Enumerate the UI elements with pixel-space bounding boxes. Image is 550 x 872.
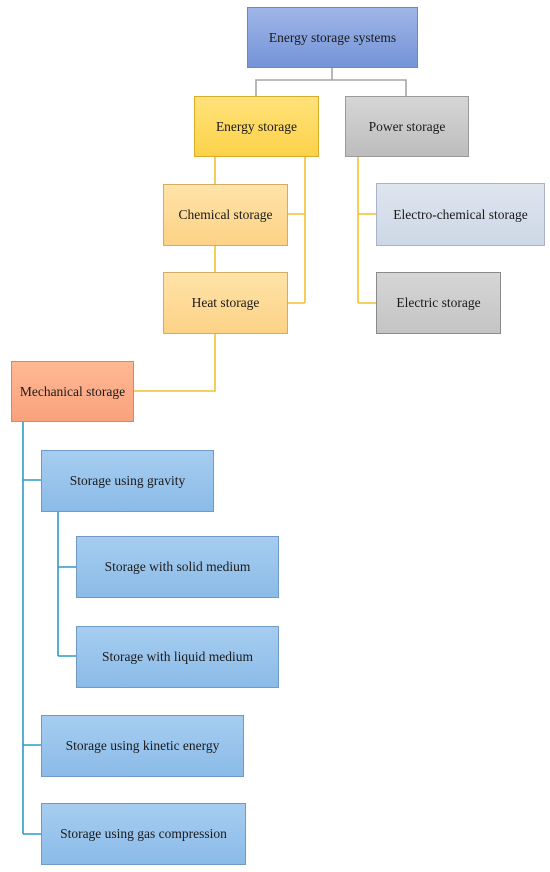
node-storage-with-liquid-medium: Storage with liquid medium <box>76 626 279 688</box>
connector-gravity-to-children <box>57 512 76 657</box>
node-mechanical-storage: Mechanical storage <box>11 361 134 422</box>
connector-mechanical-trunk <box>22 422 41 835</box>
connector-heat-to-mechanical <box>134 334 216 392</box>
node-energy-storage-systems: Energy storage systems <box>247 7 418 68</box>
node-power-storage: Power storage <box>345 96 469 157</box>
connector-root-to-children <box>255 68 407 96</box>
node-storage-with-solid-medium: Storage with solid medium <box>76 536 279 598</box>
node-storage-using-gravity: Storage using gravity <box>41 450 214 512</box>
connector-power-to-children <box>357 157 376 304</box>
node-electro-chemical-storage: Electro-chemical storage <box>376 183 545 246</box>
connector-energy-side-branch <box>288 157 306 304</box>
node-storage-using-kinetic-energy: Storage using kinetic energy <box>41 715 244 777</box>
node-storage-using-gas-compression: Storage using gas compression <box>41 803 246 865</box>
node-electric-storage: Electric storage <box>376 272 501 334</box>
node-heat-storage: Heat storage <box>163 272 288 334</box>
node-chemical-storage: Chemical storage <box>163 184 288 246</box>
node-energy-storage: Energy storage <box>194 96 319 157</box>
